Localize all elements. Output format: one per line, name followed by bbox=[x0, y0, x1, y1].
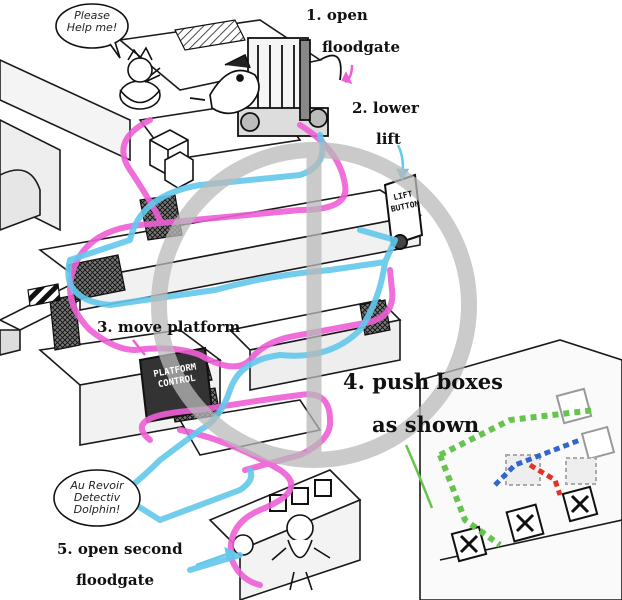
route-blue-red bbox=[493, 437, 581, 496]
route-green bbox=[437, 407, 596, 548]
speech-aurevoir-line1: Au Revoir bbox=[70, 479, 124, 492]
step-1-label-line2: floodgate bbox=[322, 38, 401, 56]
speech-au-revoir: Au Revoir Detectiv Dolphin! bbox=[58, 480, 136, 516]
speech-please-line2: Help me! bbox=[66, 21, 118, 34]
speech-aurevoir-line3: Dolphin! bbox=[73, 503, 121, 516]
detective-dolphin bbox=[189, 53, 260, 115]
step-5-label: 5. open second bbox=[57, 540, 183, 558]
escaping-character bbox=[232, 514, 331, 591]
step-2-label: 2. lower bbox=[352, 99, 419, 117]
step-4-label: 4. push boxes bbox=[343, 369, 503, 394]
captive-character bbox=[119, 46, 161, 110]
route-cyan bbox=[65, 132, 398, 573]
speech-please-help: Please Help me! bbox=[60, 10, 124, 34]
step-3-label: 3. move platform bbox=[97, 318, 241, 336]
speech-bubbles bbox=[53, 3, 141, 527]
crates bbox=[149, 129, 194, 189]
step-1-label: 1. open bbox=[306, 6, 368, 24]
speech-please-line1: Please bbox=[74, 9, 110, 22]
step-2-label-line2: lift bbox=[376, 130, 401, 148]
speech-aurevoir-line2: Detectiv bbox=[73, 491, 121, 504]
step-4-label-line2: as shown bbox=[372, 412, 480, 437]
step-5-label-line2: floodgate bbox=[76, 571, 155, 589]
watermark bbox=[151, 142, 477, 468]
